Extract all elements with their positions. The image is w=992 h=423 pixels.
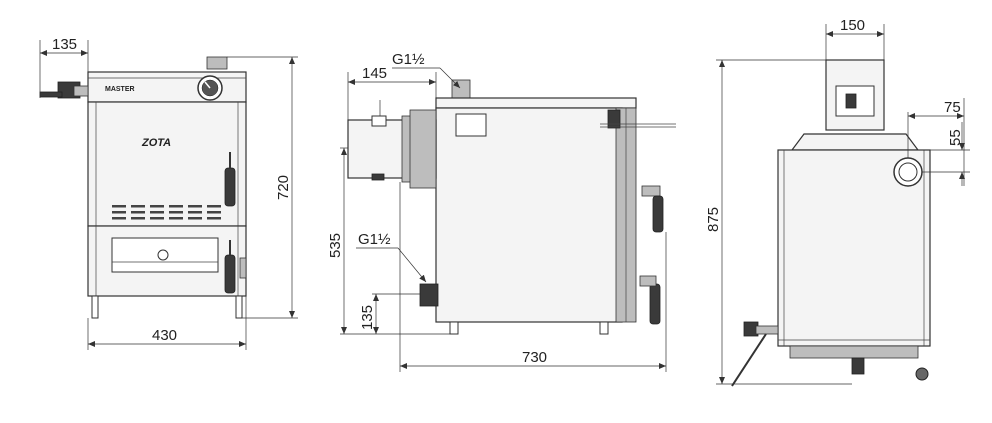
dim-flue-offset: 145 <box>362 65 387 82</box>
brand-label: MASTER <box>105 86 135 93</box>
dim-height: 720 <box>275 175 292 200</box>
back-view: 875 150 875 75 55 <box>705 17 970 387</box>
front-view: MASTER ZOTA <box>39 36 298 350</box>
side-valve-icon <box>607 109 621 129</box>
side-body <box>435 107 623 323</box>
dim-flue-width-label: 150 <box>840 17 865 34</box>
side-handle-lower <box>649 283 661 325</box>
door-knob-icon <box>157 249 169 261</box>
upper-body <box>87 101 247 227</box>
dim-total-height: 875 <box>705 207 722 232</box>
dim-inlet-vertical: 55 <box>947 129 964 146</box>
outlet-fitting <box>419 283 439 307</box>
logo-text: ZOTA <box>141 137 171 149</box>
door-handle-lower <box>224 254 236 294</box>
dim-handle-offset: 135 <box>52 36 77 53</box>
dim-width: 430 <box>152 327 177 344</box>
side-view: 145 G1½ G1½ 535 135 730 <box>327 51 676 372</box>
dim-inlet-height: 535 <box>327 233 344 258</box>
dim-depth: 730 <box>522 349 547 366</box>
flue-pipe <box>206 56 228 70</box>
dim-inlet-offset: 75 <box>944 99 961 116</box>
vent-slots-upper <box>112 205 221 220</box>
thread-label-top: G1½ <box>392 51 425 68</box>
side-handle-upper <box>652 195 664 233</box>
dim-outlet-height: 135 <box>359 305 376 330</box>
thread-label-bottom: G1½ <box>358 231 391 248</box>
door-handle-upper <box>224 167 236 207</box>
